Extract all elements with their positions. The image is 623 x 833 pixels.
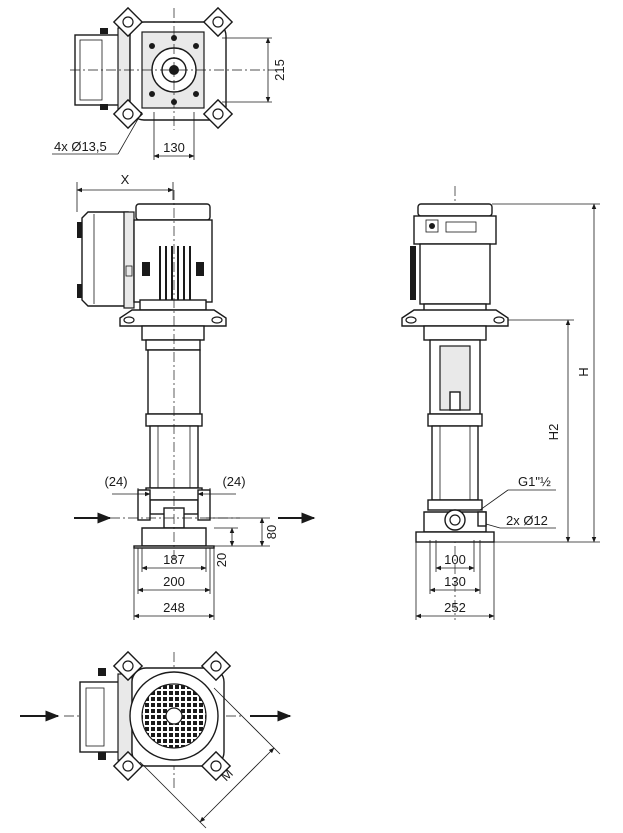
dim-200-label: 200: [163, 574, 185, 589]
holes-2x-label: 2x Ø12: [506, 513, 548, 528]
motor-side: [410, 203, 497, 313]
lantern-side: [401, 309, 509, 341]
dim-24-right-label: (24): [222, 474, 245, 489]
dim-h2-label: H2: [546, 424, 561, 441]
bottom-view: M: [20, 650, 292, 829]
dim-h-label: H: [576, 367, 591, 376]
side-view: H H2 G1"½ 2x Ø12 100 130 252: [401, 186, 600, 620]
dim-187-label: 187: [163, 552, 185, 567]
dim-215-label: 215: [272, 59, 287, 81]
dim-100-label: 100: [444, 552, 466, 567]
dim-130-side-label: 130: [444, 574, 466, 589]
holes-4x-label: 4x Ø13,5: [54, 139, 107, 154]
dim-24-left-label: (24): [104, 474, 127, 489]
dim-248-label: 248: [163, 600, 185, 615]
top-view: 215 130 4x Ø13,5: [52, 6, 287, 160]
dim-x-label: X: [121, 172, 130, 187]
terminal-box-front: [77, 211, 135, 309]
dim-20-label: 20: [214, 553, 229, 567]
front-view: X: [74, 172, 316, 620]
motor-front: [133, 203, 213, 311]
dim-80-label: 80: [264, 525, 279, 539]
dim-130-top-label: 130: [163, 140, 185, 155]
terminal-box-bottom: [79, 668, 133, 761]
mounting-lugs: [112, 6, 234, 130]
dim-252-label: 252: [444, 600, 466, 615]
pump-column-side: [415, 339, 495, 543]
motor-lantern: [119, 309, 227, 351]
thread-g1-label: G1"½: [518, 474, 551, 489]
